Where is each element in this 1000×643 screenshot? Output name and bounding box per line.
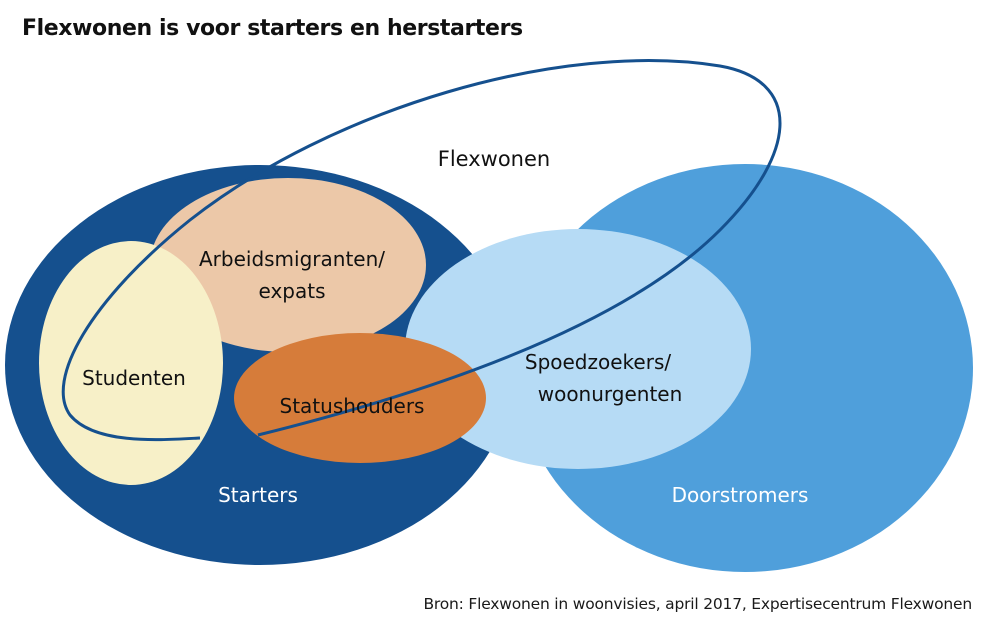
spoedzoekers-label-line2: woonurgenten (538, 382, 683, 406)
studenten-ellipse (39, 241, 223, 485)
statushouders-ellipse (234, 333, 486, 463)
arbeidsmigranten-ellipse (150, 178, 426, 352)
arbeidsmigranten-label-line1: Arbeidsmigranten/ (199, 247, 385, 271)
flexwonen-label: Flexwonen (438, 147, 550, 171)
starters-label: Starters (218, 483, 298, 507)
spoedzoekers-ellipse (405, 229, 751, 469)
flexwonen-outline (61, 59, 782, 442)
diagram-title: Flexwonen is voor starters en herstarter… (22, 16, 523, 41)
arbeidsmigranten-label-line2: expats (258, 279, 325, 303)
spoedzoekers-label-line1: Spoedzoekers/ (525, 350, 671, 374)
doorstromers-label: Doorstromers (672, 483, 809, 507)
statushouders-label: Statushouders (280, 394, 425, 418)
source-caption: Bron: Flexwonen in woonvisies, april 201… (423, 595, 972, 613)
studenten-label: Studenten (82, 366, 186, 390)
